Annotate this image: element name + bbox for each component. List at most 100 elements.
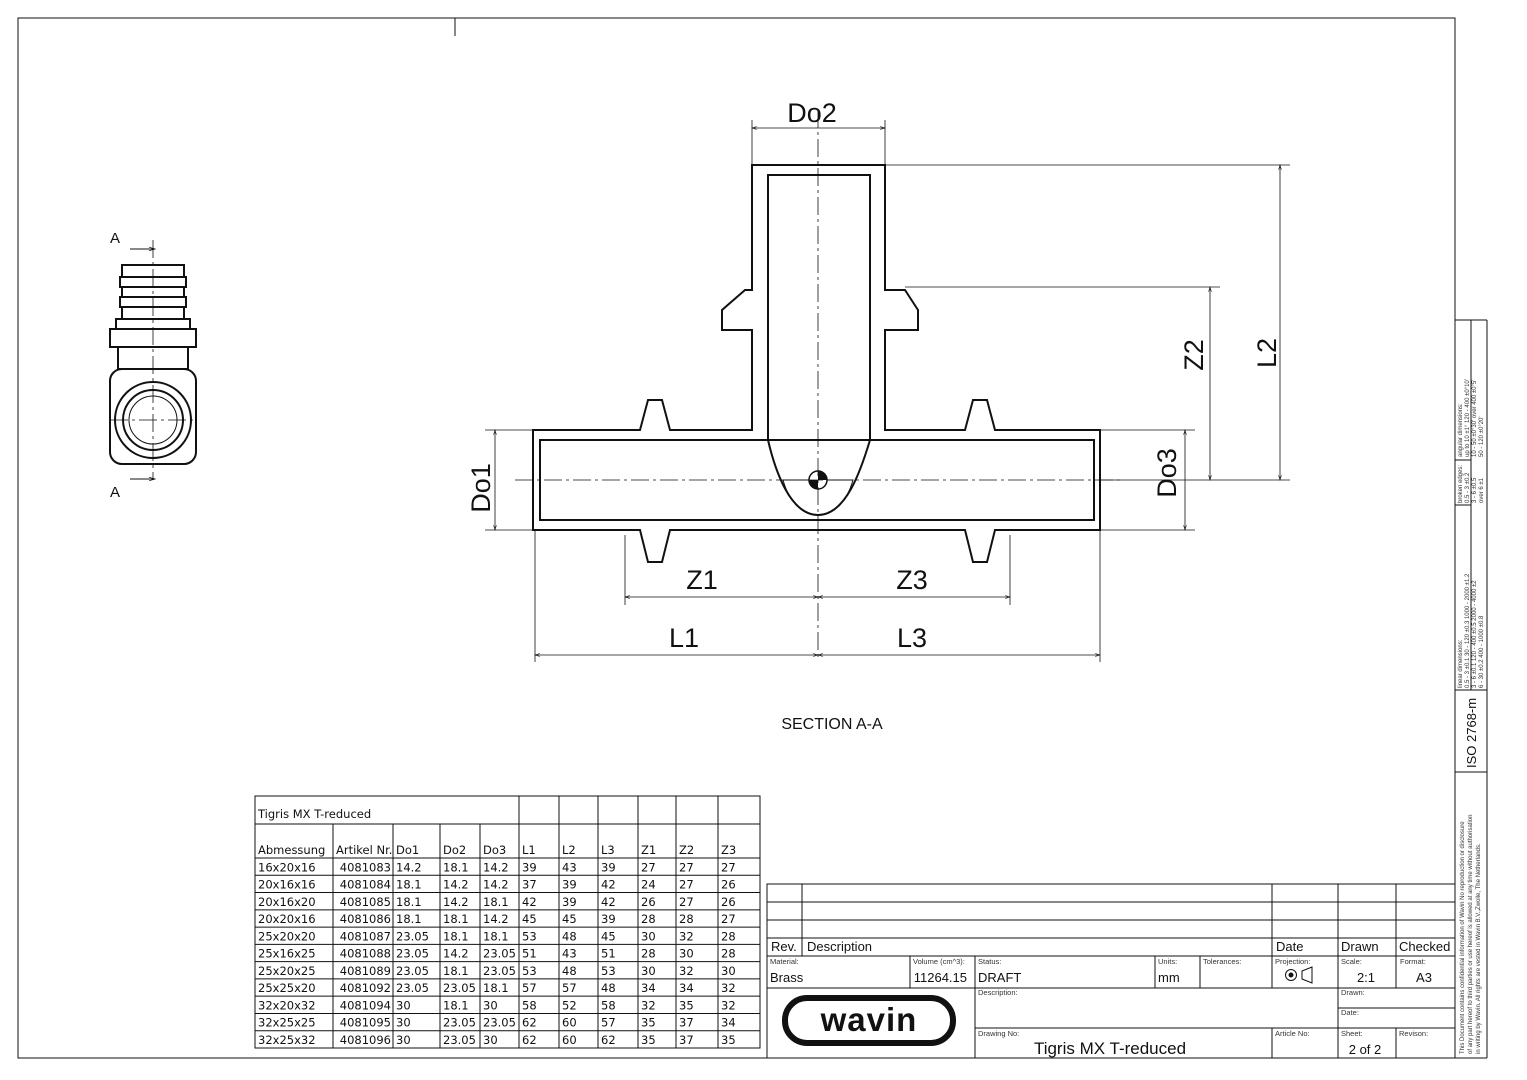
table-header: Do3 xyxy=(483,843,506,857)
table-cell: 4081085 xyxy=(340,895,391,909)
table-cell: 37 xyxy=(679,1016,694,1030)
table-cell: 35 xyxy=(641,1033,656,1047)
table-header: Z3 xyxy=(721,843,736,857)
table-cell: 23.05 xyxy=(396,947,429,961)
table-cell: 35 xyxy=(721,1033,736,1047)
table-header: Abmessung xyxy=(258,843,325,857)
dimensions: Do2 L2 Z2 Do3 Do1 Z1 Z3 L1 L3 SECTION A-… xyxy=(466,98,1290,733)
table-cell: 53 xyxy=(522,929,537,943)
table-row-label: 32x20x32 xyxy=(258,998,316,1012)
table-cell: 58 xyxy=(522,998,537,1012)
drawing-no-label: Drawing No: xyxy=(978,1029,1019,1038)
drawing-no-value: Tigris MX T-reduced xyxy=(1034,1039,1186,1058)
table-row-label: 25x20x20 xyxy=(258,929,316,943)
table-cell: 43 xyxy=(562,860,577,874)
table-cell: 27 xyxy=(641,860,656,874)
section-marker-bottom: A xyxy=(110,484,120,501)
table-cell: 51 xyxy=(522,947,537,961)
scale-value: 2:1 xyxy=(1357,970,1375,985)
table-header: L2 xyxy=(562,843,576,857)
table-cell: 18.1 xyxy=(443,929,469,943)
description-label: Description: xyxy=(978,988,1018,997)
table-header: Z1 xyxy=(641,843,656,857)
sheet-value: 2 of 2 xyxy=(1349,1042,1382,1057)
table-row-label: 20x20x16 xyxy=(258,912,316,926)
status-value: DRAFT xyxy=(978,970,1021,985)
dim-z1: Z1 xyxy=(686,565,718,595)
table-cell: 32 xyxy=(641,998,656,1012)
table-header: L1 xyxy=(522,843,536,857)
section-label: SECTION A-A xyxy=(781,716,883,733)
linear-line-2: 3 - 6 ±0.1 120 - 400 ±0.5 2000 - 4000 ±2 xyxy=(1472,580,1478,688)
material-label: Material: xyxy=(770,957,799,966)
table-cell: 43 xyxy=(562,947,577,961)
angular-line-2: 10 - 50 ±0°30' over 400 ±0°5' xyxy=(1472,380,1478,457)
table-cell: 30 xyxy=(641,929,656,943)
table-cell: 58 xyxy=(601,998,616,1012)
confidential-line-1: This Document contains confidential info… xyxy=(1460,821,1466,1054)
format-label: Format: xyxy=(1400,957,1426,966)
logo-text: wavin xyxy=(820,1001,918,1038)
table-cell: 4081095 xyxy=(340,1016,391,1030)
dim-do3: Do3 xyxy=(1152,448,1182,498)
side-view: A A xyxy=(109,230,197,501)
table-cell: 18.1 xyxy=(443,912,469,926)
table-title: Tigris MX T-reduced xyxy=(257,807,371,821)
table-cell: 37 xyxy=(679,1033,694,1047)
checked-header: Checked xyxy=(1399,939,1450,954)
table-cell: 39 xyxy=(562,895,577,909)
table-cell: 27 xyxy=(679,895,694,909)
table-cell: 34 xyxy=(679,981,694,995)
table-cell: 14.2 xyxy=(443,895,469,909)
table-cell: 57 xyxy=(601,1016,616,1030)
description-header: Description xyxy=(807,939,872,954)
table-cell: 14.2 xyxy=(483,878,509,892)
table-cell: 53 xyxy=(522,964,537,978)
table-cell: 28 xyxy=(641,912,656,926)
table-row-label: 25x20x25 xyxy=(258,964,316,978)
table-row-label: 20x16x16 xyxy=(258,878,316,892)
material-value: Brass xyxy=(770,970,804,985)
table-cell: 4081083 xyxy=(340,860,391,874)
projection-label: Projection: xyxy=(1275,957,1310,966)
table-cell: 35 xyxy=(641,1016,656,1030)
table-cell: 23.05 xyxy=(443,1033,476,1047)
table-cell: 23.05 xyxy=(443,981,476,995)
dim-z3: Z3 xyxy=(896,565,928,595)
table-cell: 18.1 xyxy=(483,895,509,909)
table-cell: 18.1 xyxy=(396,895,422,909)
table-cell: 60 xyxy=(562,1016,577,1030)
table-cell: 48 xyxy=(562,964,577,978)
table-cell: 24 xyxy=(641,878,656,892)
table-cell: 4081089 xyxy=(340,964,391,978)
table-cell: 32 xyxy=(679,929,694,943)
table-cell: 34 xyxy=(641,981,656,995)
linear-title: linear dimensions: xyxy=(1458,639,1464,688)
table-cell: 14.2 xyxy=(483,912,509,926)
volume-label: Volume (cm^3): xyxy=(913,957,965,966)
table-cell: 42 xyxy=(601,895,616,909)
table-cell: 26 xyxy=(641,895,656,909)
broken-line-1: 0.5 - 3 ±0.2 xyxy=(1465,472,1471,503)
table-cell: 23.05 xyxy=(483,947,516,961)
linear-line-1: 0.5 - 3 ±0.1 30 - 120 ±0.3 1000 - 2000 ±… xyxy=(1465,573,1471,688)
angular-line-1: up to 10 ±1° 120 - 400 ±0°10' xyxy=(1465,379,1471,457)
table-cell: 26 xyxy=(721,878,736,892)
angular-title: angular dimensions: xyxy=(1458,403,1464,457)
iso-standard: ISO 2768-m xyxy=(1464,698,1479,768)
table-cell: 57 xyxy=(522,981,537,995)
table-cell: 18.1 xyxy=(443,964,469,978)
table-cell: 23.05 xyxy=(483,964,516,978)
table-cell: 18.1 xyxy=(443,998,469,1012)
broken-title: broken edges: xyxy=(1458,465,1464,503)
table-cell: 4081084 xyxy=(340,878,391,892)
table-row-label: 20x16x20 xyxy=(258,895,316,909)
drawing-frame xyxy=(17,17,1456,1059)
table-cell: 14.2 xyxy=(396,860,422,874)
drawn-header: Drawn xyxy=(1341,939,1379,954)
table-cell: 26 xyxy=(721,895,736,909)
broken-line-2: 3 - 6 ±0.5 xyxy=(1472,477,1478,503)
table-header: Do2 xyxy=(443,843,466,857)
